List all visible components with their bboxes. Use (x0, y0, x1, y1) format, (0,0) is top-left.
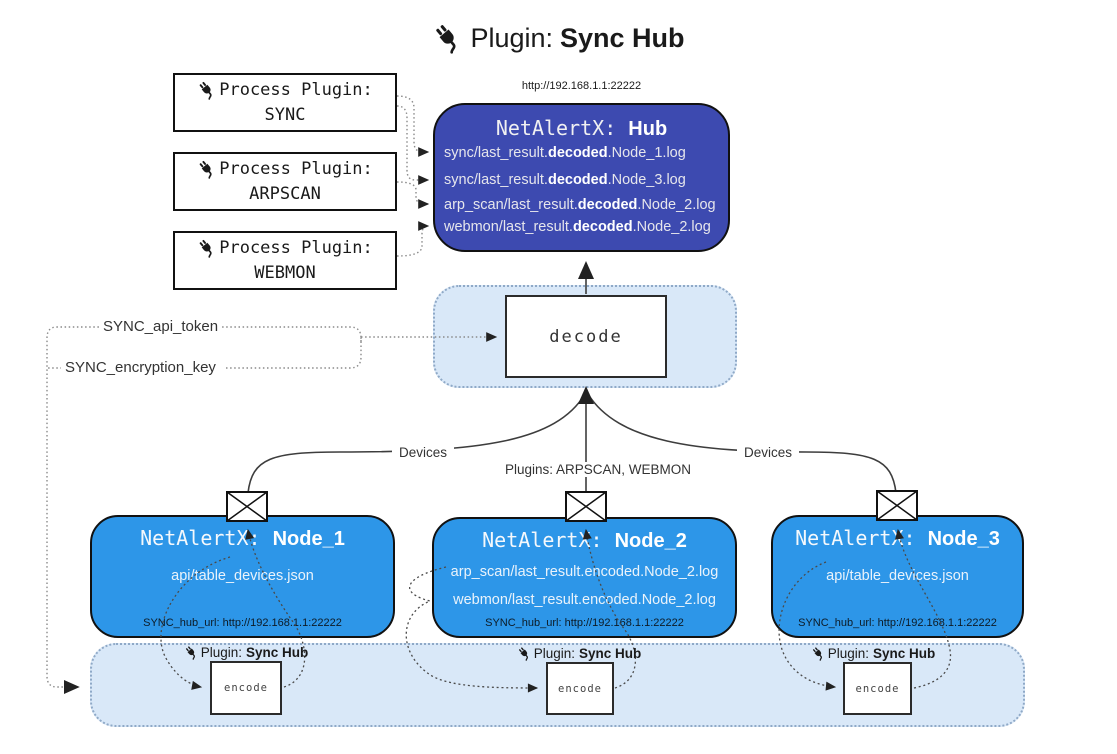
plug-icon (811, 646, 825, 661)
process-plugin-arpscan-box: Process Plugin: ARPSCAN (173, 152, 397, 211)
hub-log-line: webmon/last_result.decoded.Node_2.log (444, 219, 711, 235)
encoder-plugin-label: Plugin: Sync Hub (494, 646, 664, 661)
node-3-box: NetAlertX: Node_3 api/table_devices.json… (771, 515, 1024, 638)
encoder-plugin-label: Plugin: Sync Hub (788, 646, 958, 661)
encode-box-1: encode (210, 661, 282, 715)
title-bold: Sync Hub (560, 22, 685, 53)
process-plugin-sync-box: Process Plugin: SYNC (173, 73, 397, 132)
plugin-to-hub-connectors (396, 95, 430, 257)
plug-icon (197, 159, 217, 179)
node-files: arp_scan/last_result.encoded.Node_2.log … (450, 564, 719, 608)
edge-label-plugins: Plugins: ARPSCAN, WEBMON (502, 462, 691, 477)
hub-title: NetAlertX: Hub (435, 116, 728, 141)
plug-icon (517, 646, 531, 661)
hub-log-line: sync/last_result.decoded.Node_3.log (444, 172, 686, 188)
process-plugin-label: Process Plugin: (219, 79, 373, 100)
plug-icon (197, 238, 217, 258)
node-title: NetAlertX: Node_1 (140, 526, 345, 550)
decode-box: decode (505, 295, 667, 378)
process-plugin-name: ARPSCAN (249, 183, 321, 204)
process-plugin-label: Process Plugin: (219, 158, 373, 179)
hub-url-label: http://192.168.1.1:22222 (521, 80, 642, 92)
sync-encryption-key-label: SYNC_encryption_key (61, 359, 220, 376)
node-1-box: NetAlertX: Node_1 api/table_devices.json… (90, 515, 395, 638)
hub-title-prefix: NetAlertX: (495, 116, 629, 140)
hub-box: NetAlertX: Hub sync/last_result.decoded.… (433, 103, 730, 252)
edge-label-devices-right: Devices (737, 445, 799, 460)
node-files: api/table_devices.json (826, 568, 969, 584)
plug-icon (184, 645, 198, 660)
process-plugin-label: Process Plugin: (219, 237, 373, 258)
sync-api-token-label: SYNC_api_token (99, 318, 223, 335)
node-2-box: NetAlertX: Node_2 arp_scan/last_result.e… (432, 517, 737, 638)
edge-label-devices-left: Devices (392, 445, 454, 460)
node-hub-url: SYNC_hub_url: http://192.168.1.1:22222 (485, 617, 684, 629)
plug-icon (433, 22, 463, 54)
node-title: NetAlertX: Node_2 (482, 528, 687, 552)
hub-log-line: sync/last_result.decoded.Node_1.log (444, 145, 686, 161)
node-files: api/table_devices.json (171, 568, 314, 584)
process-plugin-name: SYNC (264, 104, 306, 125)
node-hub-url: SYNC_hub_url: http://192.168.1.1:22222 (143, 617, 342, 629)
hub-title-bold: Hub (628, 118, 668, 140)
decode-label: decode (549, 326, 623, 347)
plug-icon (197, 80, 217, 100)
node-hub-url: SYNC_hub_url: http://192.168.1.1:22222 (798, 617, 997, 629)
encoder-plugin-label: Plugin: Sync Hub (161, 645, 331, 660)
node-title: NetAlertX: Node_3 (795, 526, 1000, 550)
encode-box-3: encode (843, 662, 912, 715)
hub-log-line: arp_scan/last_result.decoded.Node_2.log (444, 197, 716, 213)
process-plugin-name: WEBMON (254, 262, 316, 283)
title-prefix: Plugin: (470, 22, 554, 53)
page-title: Plugin: Sync Hub (0, 16, 1117, 60)
encode-box-2: encode (546, 662, 614, 715)
process-plugin-webmon-box: Process Plugin: WEBMON (173, 231, 397, 290)
